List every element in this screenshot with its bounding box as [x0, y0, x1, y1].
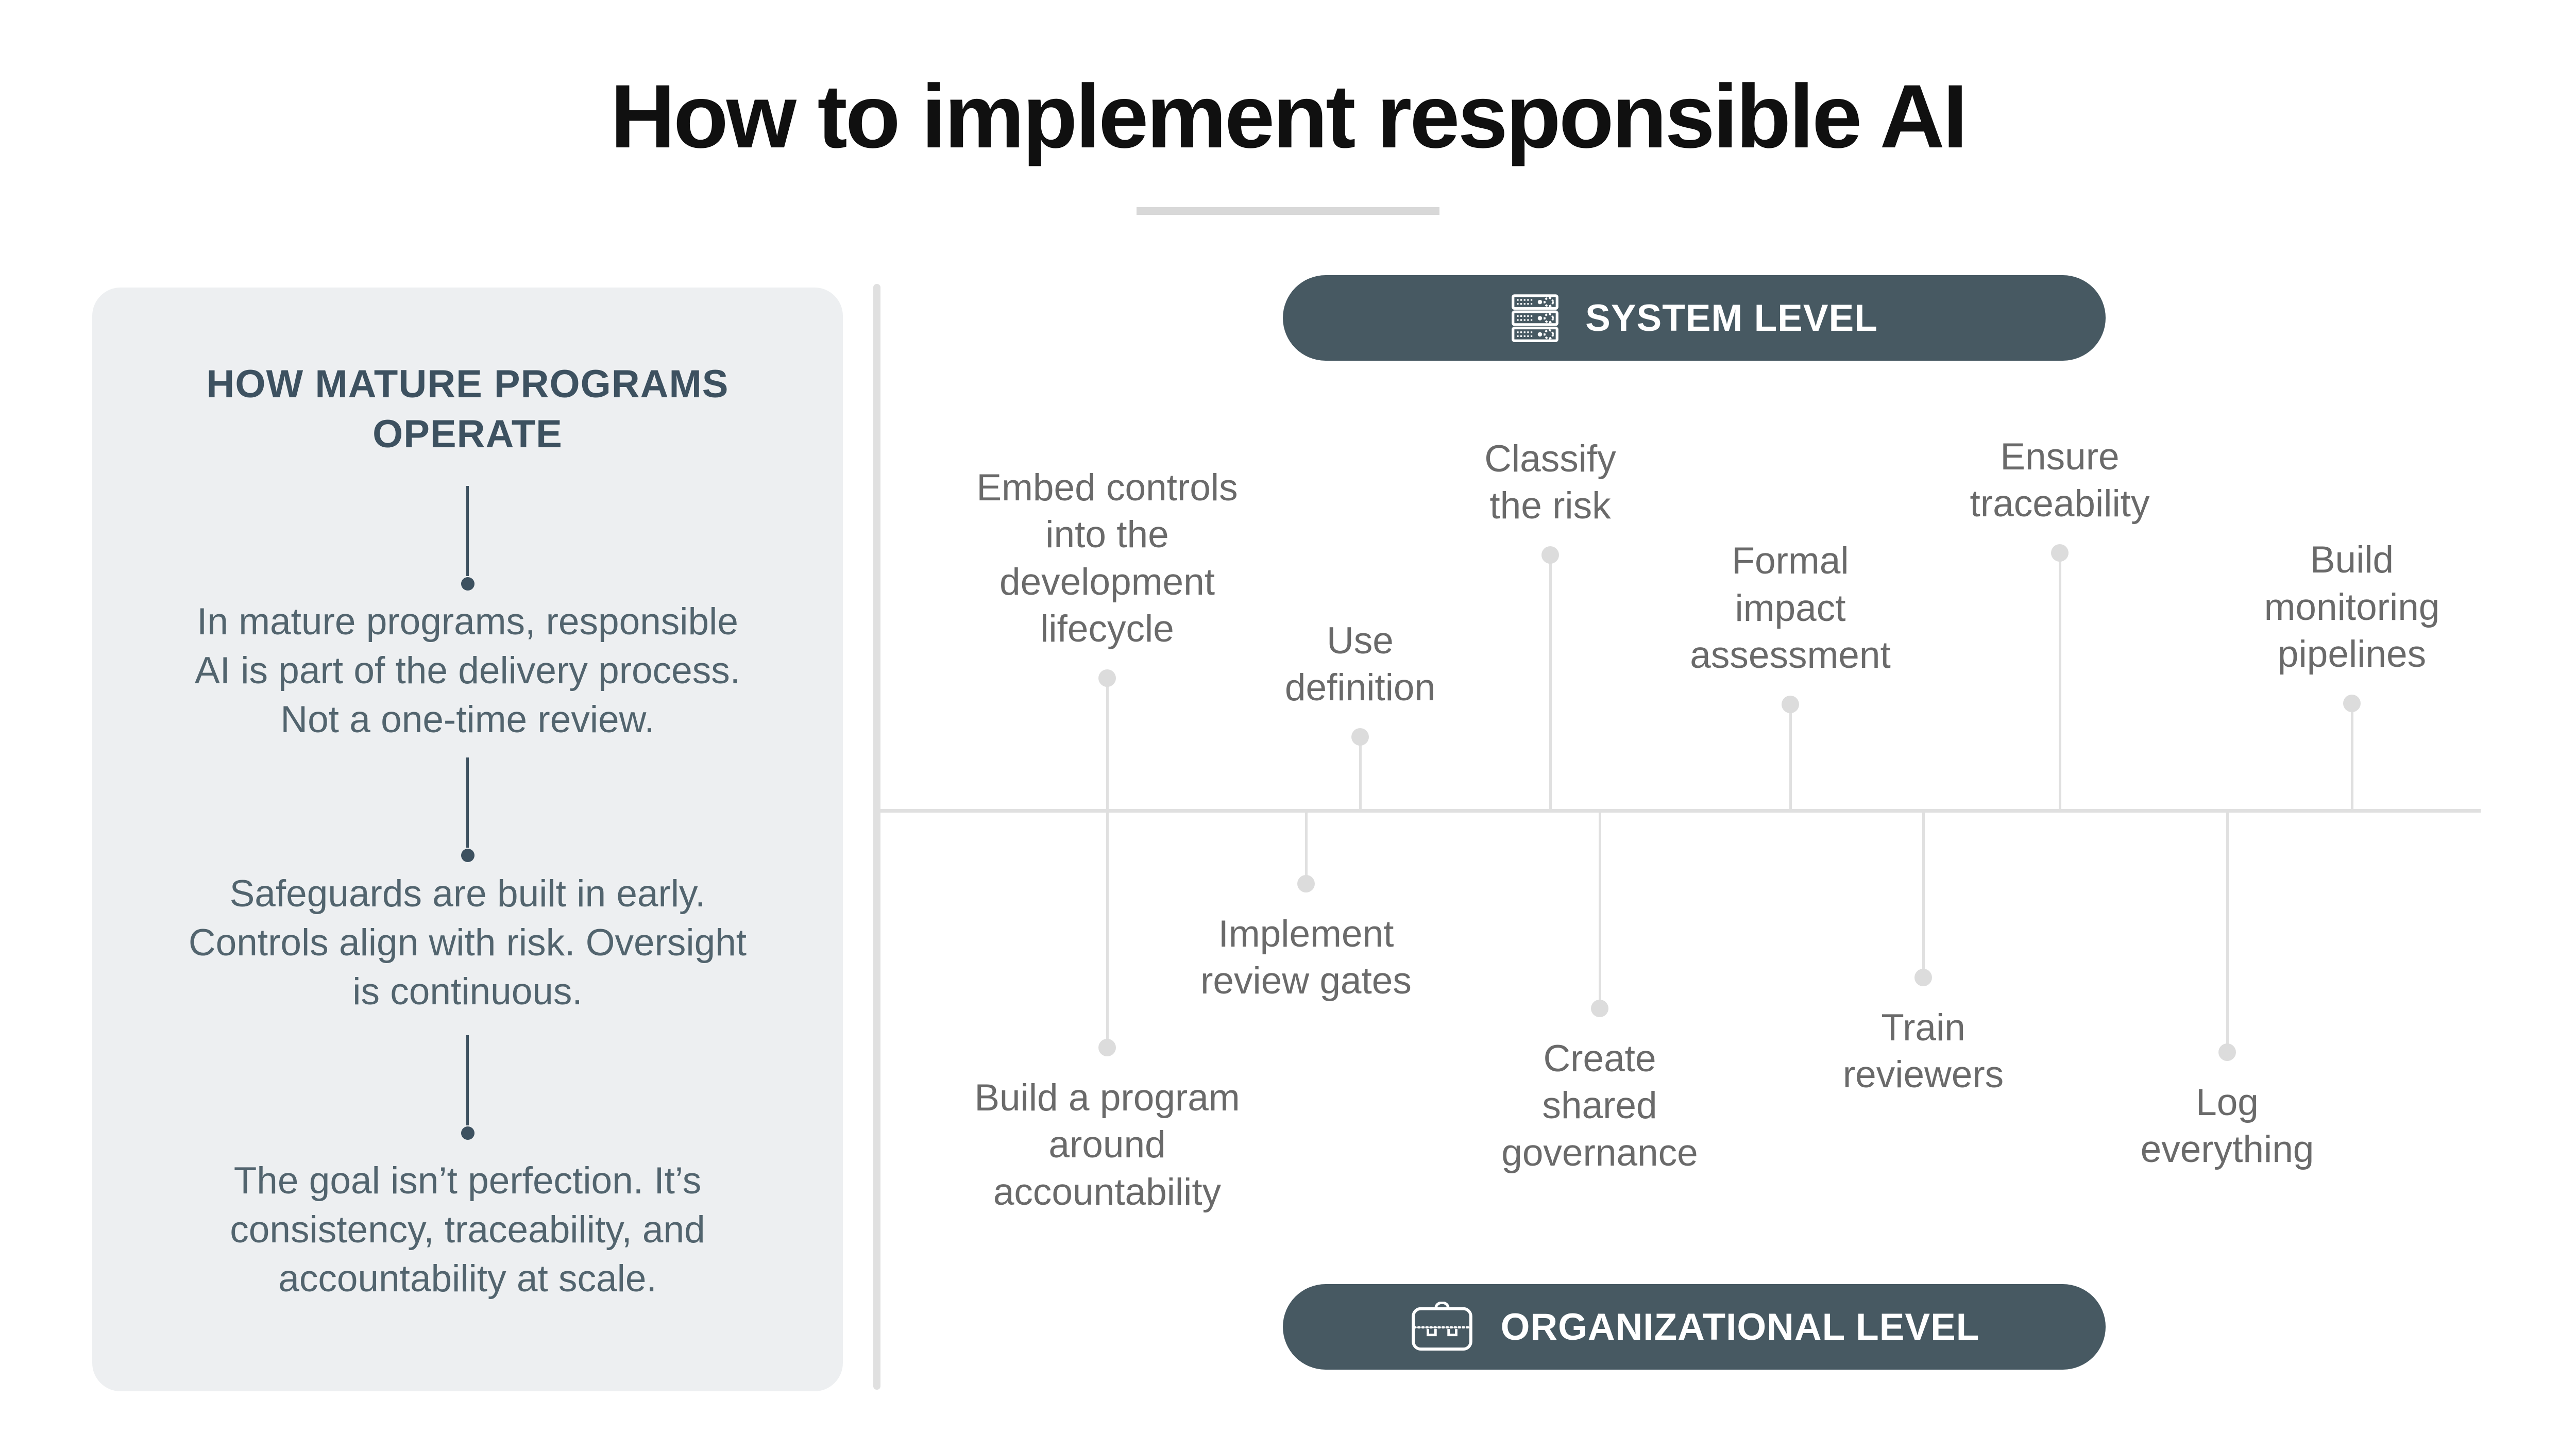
timeline-stem — [1304, 811, 1308, 884]
timeline-label: Use definition — [1284, 619, 1436, 709]
page-title: How to implement responsible AI — [610, 66, 1968, 167]
connector — [461, 486, 474, 591]
connector-line — [466, 757, 469, 848]
timeline-label: Build a program around accountability — [974, 1077, 1240, 1213]
connector-dot — [461, 849, 474, 862]
timeline-stem — [2226, 811, 2229, 1052]
timeline-stem — [1549, 555, 1552, 811]
timeline-label: Build monitoring pipelines — [2264, 539, 2440, 675]
timeline-axis — [880, 809, 2481, 813]
timeline-dot — [2051, 544, 2069, 562]
timeline-label: Formal impact assessment — [1690, 540, 1891, 676]
timeline-stem — [2350, 703, 2353, 811]
organizational-level-label: ORGANIZATIONAL LEVEL — [1500, 1306, 1980, 1348]
timeline-label: Create shared governance — [1501, 1038, 1698, 1174]
timeline-dot — [1782, 696, 1799, 713]
sidebar-paragraph: Safeguards are built in early. Controls … — [188, 873, 747, 1013]
timeline-dot — [1914, 969, 1932, 986]
timeline-label: Train reviewers — [1842, 1007, 2004, 1096]
sidebar-paragraph: The goal isn’t perfection. It’s consiste… — [230, 1160, 705, 1300]
timeline-dot — [2343, 695, 2361, 712]
timeline-dot — [1351, 728, 1369, 746]
system-level-label: SYSTEM LEVEL — [1585, 297, 1878, 339]
timeline-stem — [1106, 678, 1109, 811]
title-underline — [1137, 207, 1439, 215]
timeline-dot — [1297, 875, 1315, 892]
sidebar-heading: HOW MATURE PROGRAMS OPERATE — [206, 362, 729, 457]
timeline-dot — [1591, 1000, 1608, 1017]
connector — [461, 1035, 474, 1140]
timeline-stem — [1359, 737, 1362, 811]
connector-line — [466, 1035, 469, 1125]
timeline-stem — [2058, 553, 2061, 811]
connector-dot — [461, 577, 474, 591]
vertical-divider — [873, 284, 880, 1390]
timeline-label: Ensure traceability — [1970, 435, 2150, 525]
timeline-stem — [1789, 704, 1792, 811]
timeline-dot — [1541, 546, 1559, 564]
sidebar-panel: HOW MATURE PROGRAMS OPERATE In mature pr… — [92, 288, 843, 1391]
timeline-label: Classify the risk — [1484, 437, 1616, 527]
organizational-level-badge: ORGANIZATIONAL LEVEL — [1283, 1284, 2106, 1370]
briefcase-icon — [1411, 1302, 1472, 1351]
system-level-badge: SYSTEM LEVEL — [1283, 275, 2106, 361]
timeline-label: Implement review gates — [1200, 913, 1412, 1002]
connector-line — [466, 486, 469, 576]
connector-dot — [461, 1126, 474, 1140]
timeline-label: Log everything — [2140, 1082, 2314, 1171]
connector — [461, 757, 474, 862]
timeline-dot — [1098, 1039, 1116, 1056]
timeline-stem — [1106, 811, 1109, 1048]
sidebar-paragraph: In mature programs, responsible AI is pa… — [195, 601, 740, 740]
timeline-dot — [1098, 669, 1116, 687]
timeline-dot — [2218, 1043, 2236, 1061]
timeline-stem — [1598, 811, 1601, 1008]
timeline-label: Embed controls into the development life… — [976, 467, 1238, 650]
timeline-stem — [1922, 811, 1925, 978]
server-rack-icon — [1512, 294, 1559, 342]
